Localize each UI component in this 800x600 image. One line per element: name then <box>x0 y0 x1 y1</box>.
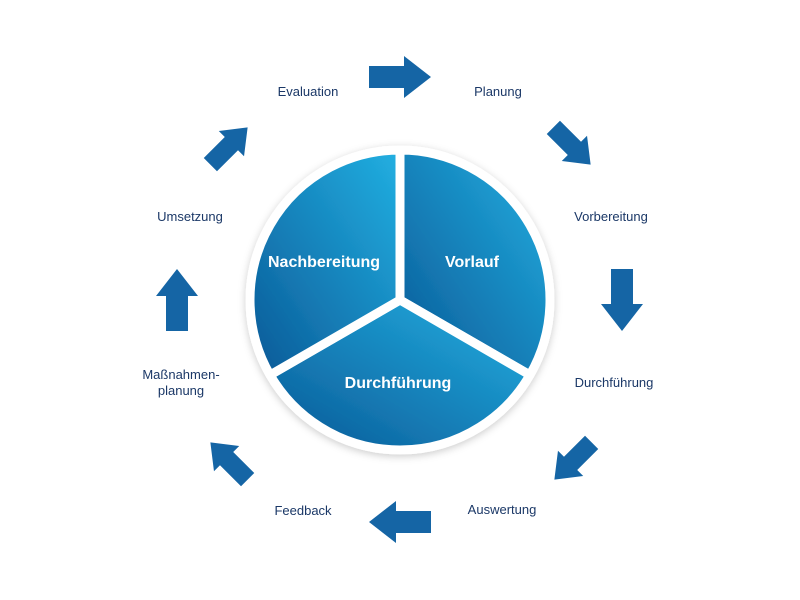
segment-nachbereitung <box>245 145 405 380</box>
segment-label-vorlauf: Vorlauf <box>445 254 499 271</box>
segment-label-nachbereitung: Nachbereitung <box>267 254 381 271</box>
step-massnahmenplanung-line1: Maßnahmen- <box>142 367 220 382</box>
step-vorbereitung: Vorbereitung <box>574 209 648 224</box>
arrow-down-icon <box>601 269 643 331</box>
arrow-up-right-icon <box>197 114 261 178</box>
arrow-up-left-icon <box>197 429 261 493</box>
segment-durchfuehrung <box>265 295 535 455</box>
arrow-down-right-icon <box>540 114 604 178</box>
step-evaluation: Evaluation <box>277 84 339 99</box>
arrow-left-icon <box>369 501 431 543</box>
step-planung: Planung <box>474 84 522 99</box>
step-feedback: Feedback <box>274 503 332 518</box>
arrow-up-icon <box>156 269 198 331</box>
step-auswertung: Auswertung <box>467 502 537 517</box>
step-massnahmenplanung: Maßnahmen- planung <box>142 367 219 399</box>
segment-label-durchfuehrung: Durchführung <box>344 375 452 392</box>
arrow-right-icon <box>369 56 431 98</box>
step-massnahmenplanung-line2: planung <box>157 383 205 398</box>
arrow-down-left-icon <box>541 429 605 493</box>
step-durchfuehrung: Durchführung <box>574 375 654 390</box>
step-umsetzung: Umsetzung <box>157 209 223 224</box>
